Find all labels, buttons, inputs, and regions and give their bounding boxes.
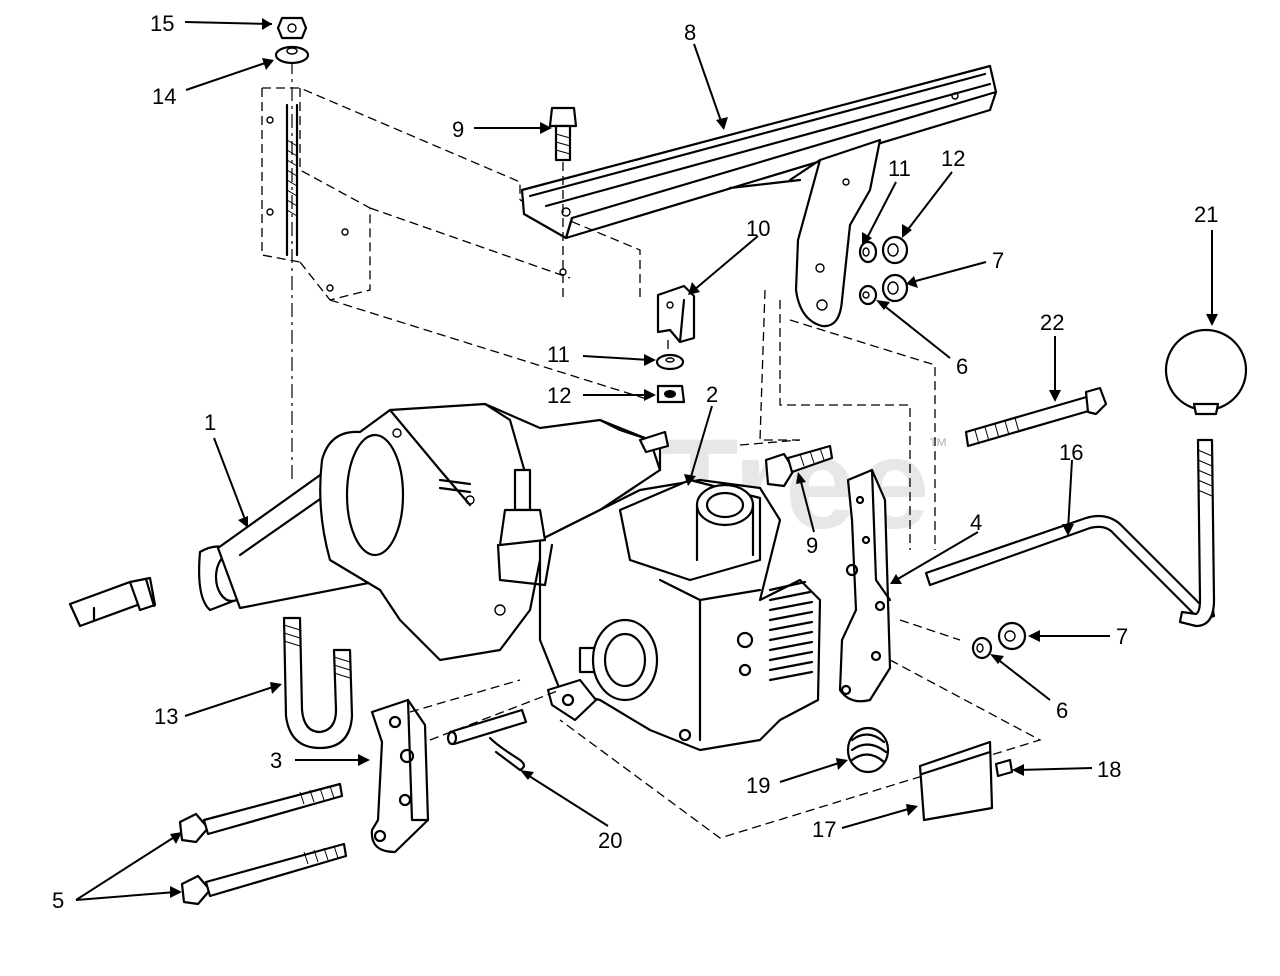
callout-17: 17 — [812, 817, 836, 842]
callout-11-upper: 11 — [888, 156, 911, 181]
assembly-phantom-lower — [559, 619, 1042, 839]
callout-7-lower: 7 — [1116, 624, 1128, 649]
callout-20: 20 — [598, 828, 622, 853]
callout-18: 18 — [1097, 757, 1121, 782]
callout-7-upper: 7 — [992, 248, 1004, 273]
nut-part-7-upper — [881, 273, 909, 303]
callout-labels: 15 14 8 9 10 11 12 7 6 21 22 11 12 2 1 1… — [52, 11, 1218, 913]
callout-6-upper: 6 — [956, 354, 968, 379]
bolt-part-5-upper — [178, 782, 344, 844]
callout-leaders — [75, 18, 1218, 901]
mount-phantom-right — [739, 289, 936, 550]
trademark-mark: ™ — [928, 435, 948, 457]
bolt-part-22 — [964, 386, 1108, 448]
nut-part-12-lower — [656, 384, 686, 404]
shift-knob-part-21 — [1164, 328, 1248, 416]
channel-bracket-part-8 — [520, 64, 998, 328]
transaxle-housing-part-1 — [68, 402, 670, 662]
bolt-part-5-lower — [180, 842, 348, 906]
callout-9-lower: 9 — [806, 533, 818, 558]
hydrostatic-unit-part-2 — [496, 468, 822, 752]
plate-part-17 — [918, 740, 994, 822]
nut-part-7-lower — [997, 621, 1027, 651]
shift-lever-rod — [1178, 438, 1216, 628]
callout-11-lower: 11 — [547, 342, 570, 367]
callout-15: 15 — [150, 11, 174, 36]
callout-4: 4 — [970, 510, 982, 535]
callout-8: 8 — [684, 20, 696, 45]
callout-2: 2 — [706, 382, 718, 407]
pin-part-18 — [994, 758, 1014, 778]
u-bolt-part-13 — [282, 616, 354, 750]
mounting-bracket-part-3 — [370, 679, 561, 854]
washer-part-6-upper — [858, 284, 878, 306]
bolt-part-9-upper — [548, 106, 578, 300]
lock-washer-part-11-lower — [655, 353, 685, 371]
callout-9-upper: 9 — [452, 117, 464, 142]
callout-16: 16 — [1059, 440, 1083, 465]
mounting-bracket-part-4 — [838, 468, 892, 703]
callout-21: 21 — [1194, 202, 1218, 227]
callout-14: 14 — [152, 84, 176, 109]
callout-3: 3 — [270, 748, 282, 773]
washer-part-14 — [274, 45, 310, 65]
lock-nut-part-15 — [276, 16, 308, 40]
nut-part-12-upper — [881, 235, 909, 265]
callout-12-lower: 12 — [547, 383, 571, 408]
callout-1: 1 — [204, 410, 216, 435]
callout-6-lower: 6 — [1056, 698, 1068, 723]
clip-part-10 — [656, 284, 696, 360]
callout-19: 19 — [746, 773, 770, 798]
bolt-part-9-lower — [764, 444, 834, 488]
pin-part-20 — [446, 708, 528, 772]
spring-part-19 — [846, 726, 890, 774]
callout-10: 10 — [746, 216, 770, 241]
bolt-shank-vertical — [285, 103, 299, 257]
callout-22: 22 — [1040, 310, 1064, 335]
callout-12-upper: 12 — [941, 146, 965, 171]
washer-part-6-lower — [971, 636, 993, 660]
lock-washer-part-11-upper — [858, 240, 878, 264]
callout-5: 5 — [52, 888, 64, 913]
callout-13: 13 — [154, 704, 178, 729]
